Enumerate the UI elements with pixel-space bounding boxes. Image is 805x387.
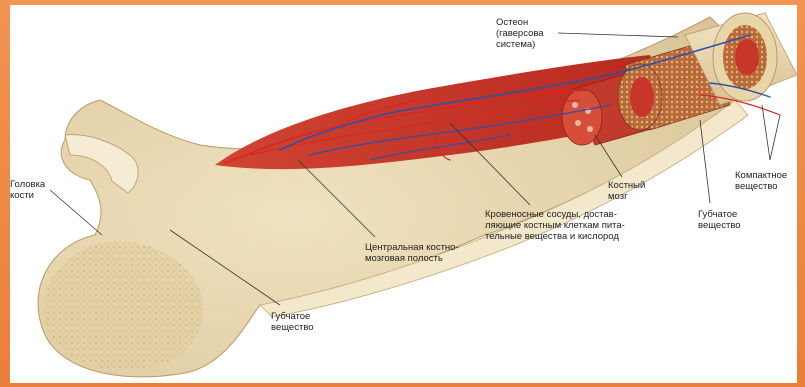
label-compact: Компактное вещество [735,170,787,192]
label-cavity: Центральная костно- мозговая полость [365,242,459,264]
label-marrow: Костный мозг [608,180,645,202]
label-vessels: Кровеносные сосуды, достав- ляющие костн… [485,209,625,242]
label-spongy-right: Губчатое вещество [698,209,741,231]
label-head: Головка кости [10,179,45,201]
label-spongy-bottom: Губчатое вещество [271,311,314,333]
diagram-panel: Остеон (гаверсова система) Головка кости… [10,5,797,383]
label-osteon: Остеон (гаверсова система) [496,17,544,50]
femur-illustration [10,5,797,383]
